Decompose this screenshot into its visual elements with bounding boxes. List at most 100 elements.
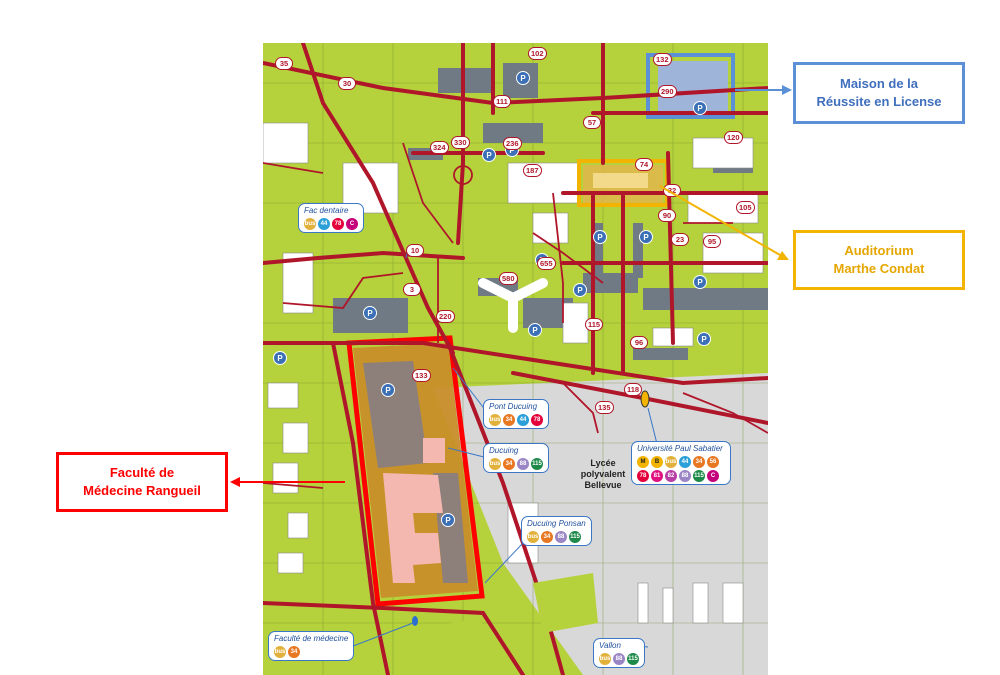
auditorium-arrow-head	[777, 251, 789, 260]
line-badge-34: 34	[503, 458, 515, 470]
stop-name: Université Paul Sabatier	[637, 444, 723, 453]
road-number: 135	[595, 401, 614, 414]
lycee-label-line1: Lycée	[590, 458, 616, 468]
stop-name: Ducuing	[489, 446, 519, 455]
parking-icon: P	[693, 275, 707, 289]
faculte-arrow-head	[230, 477, 240, 487]
line-badge-bus: bus	[665, 456, 677, 468]
parking-icon: P	[639, 230, 653, 244]
maison-highlight	[646, 53, 735, 119]
y-building	[478, 278, 548, 333]
road-number: 655	[537, 257, 556, 270]
line-badge-c: C	[707, 470, 719, 482]
callout-maison-reussite: Maison de la Réussite en License	[793, 62, 965, 124]
line-badge-34: 34	[693, 456, 705, 468]
white-buildings	[263, 122, 764, 624]
stop-name: Vallon	[599, 641, 621, 650]
parking-icon: P	[482, 148, 496, 162]
parking-icon: P	[363, 306, 377, 320]
parking-icon: P	[441, 513, 455, 527]
line-badge-44: 44	[318, 218, 330, 230]
line-badge-bus: bus	[489, 414, 501, 426]
parking-icon: P	[381, 383, 395, 397]
callout-faculte-medecine: Faculté de Médecine Rangueil	[56, 452, 228, 512]
parking-icon: P	[273, 351, 287, 365]
line-badge-115: 115	[569, 531, 581, 543]
line-badge-78: 78	[332, 218, 344, 230]
line-badge-88: 88	[517, 458, 529, 470]
road-number: 95	[703, 235, 721, 248]
road-number: 133	[412, 369, 431, 382]
parking-icon: P	[593, 230, 607, 244]
callout-line: Réussite en License	[816, 94, 942, 109]
road-number: 35	[275, 57, 293, 70]
line-badge-34: 34	[541, 531, 553, 543]
line-badge-34: 34	[503, 414, 515, 426]
road-number: 187	[523, 164, 542, 177]
line-badge-115: 115	[627, 653, 639, 665]
secondary-roads	[263, 142, 768, 489]
callout-auditorium: Auditorium Marthe Condat	[793, 230, 965, 290]
line-badge-115: 115	[693, 470, 705, 482]
road-number: 23	[671, 233, 689, 246]
faculte-building-east	[433, 473, 468, 583]
line-badge-81: 81	[651, 470, 663, 482]
lycee-label: Lycée polyvalent Bellevue	[568, 458, 638, 491]
parking-icon: P	[516, 71, 530, 85]
south-green-2	[533, 573, 598, 633]
parking-icon: P	[693, 101, 707, 115]
south-green	[398, 618, 518, 675]
parking-icon: P	[528, 323, 542, 337]
faculte-building-pink	[383, 473, 443, 583]
line-badge-78: 78	[637, 470, 649, 482]
auditorium-building	[593, 173, 648, 188]
line-badge-88: 88	[555, 531, 567, 543]
line-badge-bus: bus	[599, 653, 611, 665]
callout-line: Auditorium	[844, 243, 914, 258]
road-number: 115	[585, 318, 604, 331]
road-number: 290	[658, 85, 677, 98]
line-badge-82: 82	[665, 470, 677, 482]
road-number: 30	[338, 77, 356, 90]
road-number: 111	[493, 95, 511, 108]
road-number: 324	[430, 141, 449, 154]
line-badge-c: C	[346, 218, 358, 230]
road-number: 220	[436, 310, 455, 323]
lycee-label-line2: polyvalent	[580, 469, 626, 479]
road-number: 102	[528, 47, 547, 60]
road-number: 74	[635, 158, 653, 171]
parking-icon: P	[697, 332, 711, 346]
line-badge-88: 88	[679, 470, 691, 482]
callout-line: Médecine Rangueil	[83, 483, 201, 498]
road-number: 236	[503, 137, 522, 150]
road-number: 90	[658, 209, 676, 222]
road-number: 32	[663, 184, 681, 197]
line-badge-115: 115	[531, 458, 543, 470]
line-badge-bus: bus	[274, 646, 286, 658]
road-number: 118	[624, 383, 643, 396]
stop-name: Fac dentaire	[304, 206, 349, 215]
road-number: 580	[499, 272, 518, 285]
line-badge-44: 44	[517, 414, 529, 426]
road-number: 96	[630, 336, 648, 349]
stop-name: Pont Ducuing	[489, 402, 538, 411]
line-badge-bus: bus	[304, 218, 316, 230]
road-number: 10	[406, 244, 424, 257]
campus-map[interactable]: P P P P P P P P P P P P P P P 35 30 102 …	[263, 43, 768, 675]
callout-line: Faculté de	[109, 465, 175, 480]
road-number: 330	[451, 136, 470, 149]
